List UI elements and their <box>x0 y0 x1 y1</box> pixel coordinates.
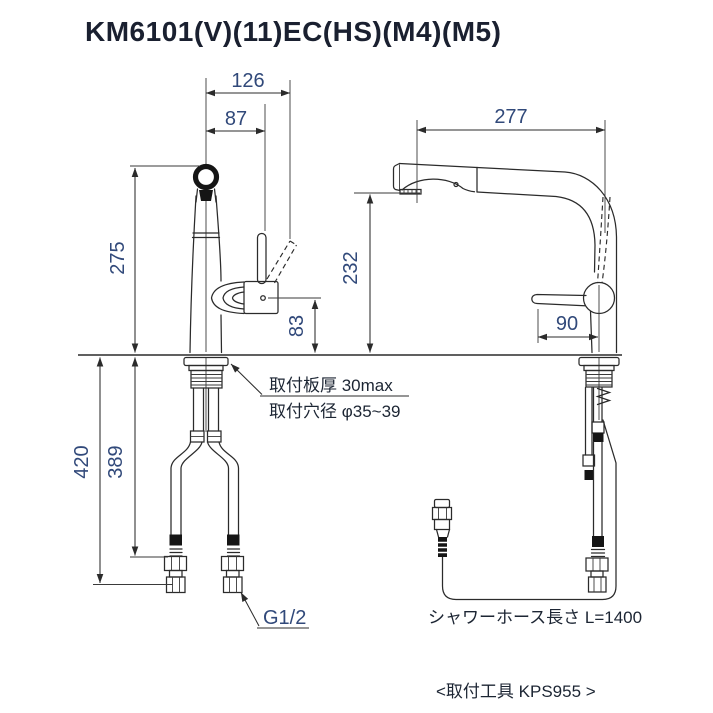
dim-389: 389 <box>105 445 127 478</box>
hose-coupling <box>431 498 453 557</box>
dim-90: 90 <box>556 313 578 335</box>
dim-275: 275 <box>107 241 129 274</box>
hose-end-right <box>220 534 245 594</box>
mounting-hole-label: 取付穴径 φ35~39 <box>269 402 401 421</box>
handle-body <box>243 280 279 315</box>
dim-232: 232 <box>340 251 362 284</box>
hose-end-left <box>163 534 188 594</box>
dim-126: 126 <box>231 70 264 92</box>
side-view-dimensions: 277 232 90 <box>340 106 606 353</box>
dim-277: 277 <box>494 106 527 128</box>
handle-lever-raised <box>266 240 297 284</box>
mounting-thickness-label: 取付板厚 30max <box>269 376 393 395</box>
front-view-dimensions: 126 87 275 83 389 420 <box>71 70 321 585</box>
front-view: G1/2 <box>163 78 309 629</box>
page-title: KM6101(V)(11)EC(HS)(M4)(M5) <box>85 16 501 47</box>
g12-label: G1/2 <box>263 607 306 629</box>
g12-callout: G1/2 <box>240 592 309 629</box>
handle-lever <box>256 232 267 285</box>
side-view <box>392 162 620 601</box>
spray-head <box>392 162 478 195</box>
spout-outlet <box>192 163 220 191</box>
shower-hose-note: シャワーホース長さ L=1400 <box>428 608 642 627</box>
handle-lever-side <box>531 293 587 307</box>
dim-420: 420 <box>71 445 93 478</box>
shower-hose-loop <box>441 419 617 601</box>
tool-note: <取付工具 KPS955 > <box>436 682 596 701</box>
mounting-annotation: 取付板厚 30max 取付穴径 φ35~39 <box>230 363 409 421</box>
dim-83: 83 <box>286 315 308 337</box>
dim-87: 87 <box>225 108 247 130</box>
